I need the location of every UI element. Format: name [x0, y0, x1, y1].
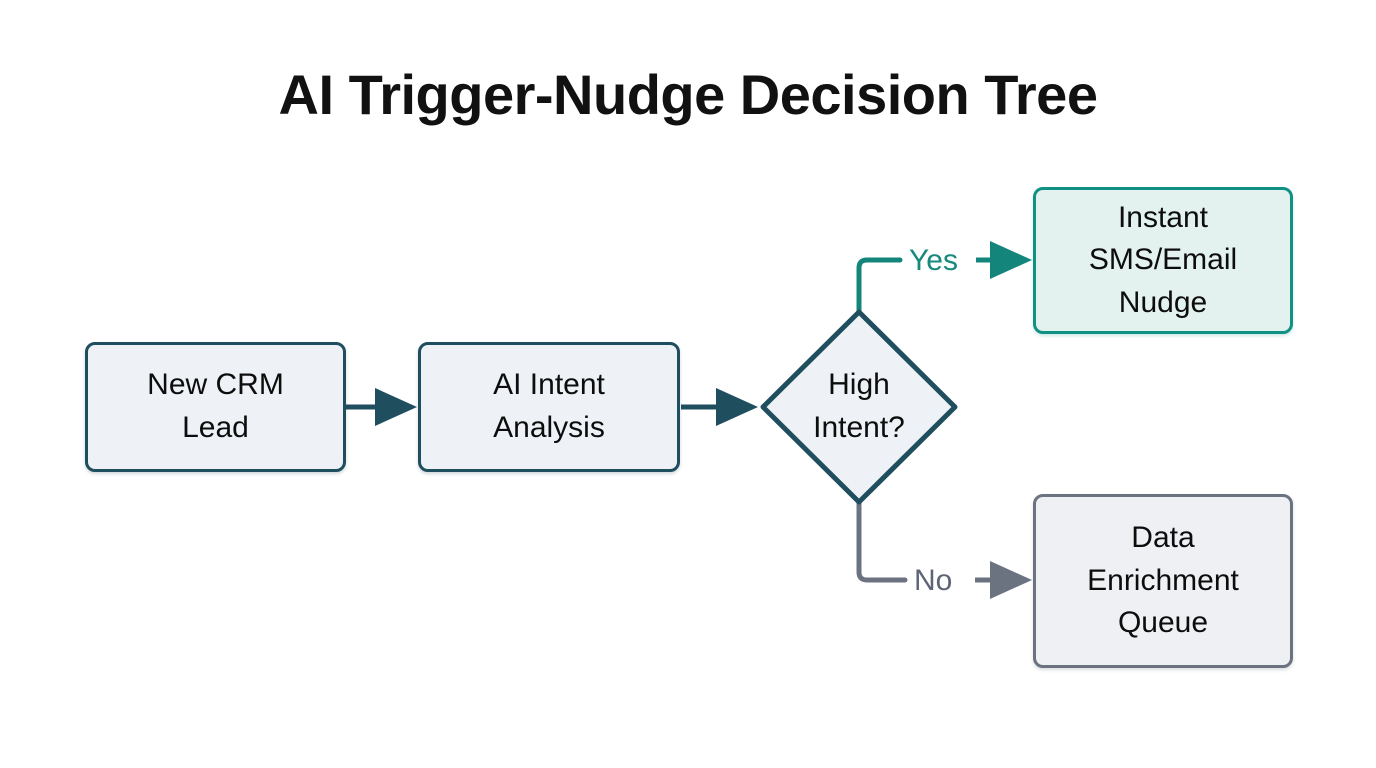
edge-label-no: No [914, 564, 953, 597]
node-data-enrichment-queue[interactable]: Data Enrichment Queue [1033, 494, 1293, 668]
edge-label-yes: Yes [909, 244, 958, 277]
edge-decision-yes-elbow [856, 257, 903, 315]
node-instant-sms-email-nudge[interactable]: Instant SMS/Email Nudge [1033, 187, 1293, 334]
page-title: AI Trigger-Nudge Decision Tree [278, 63, 1098, 126]
node-high-intent-label: High Intent? [813, 368, 905, 444]
node-ai-intent-analysis[interactable]: AI Intent Analysis [418, 342, 680, 472]
diamond-shape [760, 309, 958, 505]
edge-decision-no-elbow [856, 500, 908, 583]
node-high-intent-decision[interactable]: High Intent? [760, 309, 958, 505]
node-new-crm-lead[interactable]: New CRM Lead [85, 342, 346, 472]
